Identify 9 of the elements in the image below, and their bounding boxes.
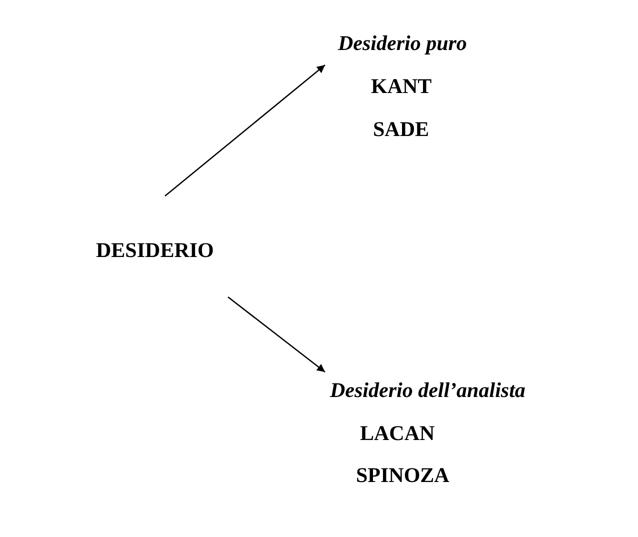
name-text: KANT — [371, 74, 432, 98]
heading-text: Desiderio dell’analista — [330, 378, 526, 402]
name-text: LACAN — [360, 421, 435, 445]
arrow — [164, 64, 326, 196]
name-text: SPINOZA — [356, 463, 450, 487]
name-text: DESIDERIO — [96, 238, 214, 262]
heading-text: Desiderio puro — [338, 31, 467, 55]
arrow — [228, 296, 326, 373]
name-text: SADE — [373, 117, 430, 141]
